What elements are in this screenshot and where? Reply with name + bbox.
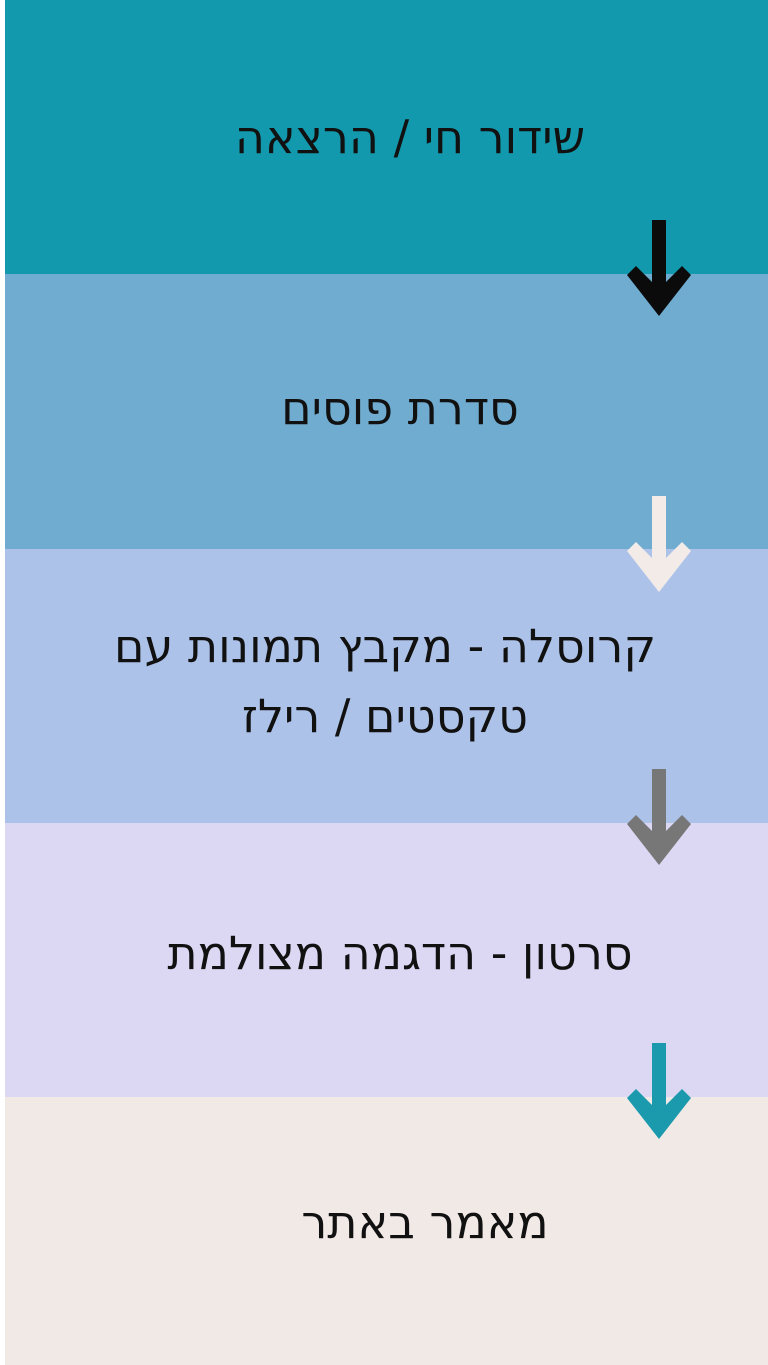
step-4-band <box>5 823 768 1097</box>
step-5-label: מאמר באתר <box>301 1195 549 1249</box>
step-3-label-line-2: טקסטים / רילז <box>241 689 529 743</box>
arrow-down-icon <box>627 496 691 594</box>
step-3-band <box>5 549 768 823</box>
arrow-down-icon <box>627 220 691 318</box>
step-1-band <box>5 0 768 274</box>
step-1-label: שידור חי / הרצאה <box>234 110 586 164</box>
step-2-label: סדרת פוסים <box>281 381 519 435</box>
step-3-label-line-1: קרוסלה - מקבץ תמונות עם <box>113 619 657 673</box>
arrow-down-icon <box>627 1043 691 1141</box>
step-4-label: סרטון - הדגמה מצולמת <box>167 926 633 980</box>
step-5-band <box>5 1097 768 1365</box>
arrow-down-icon <box>627 769 691 867</box>
step-2-band <box>5 274 768 549</box>
